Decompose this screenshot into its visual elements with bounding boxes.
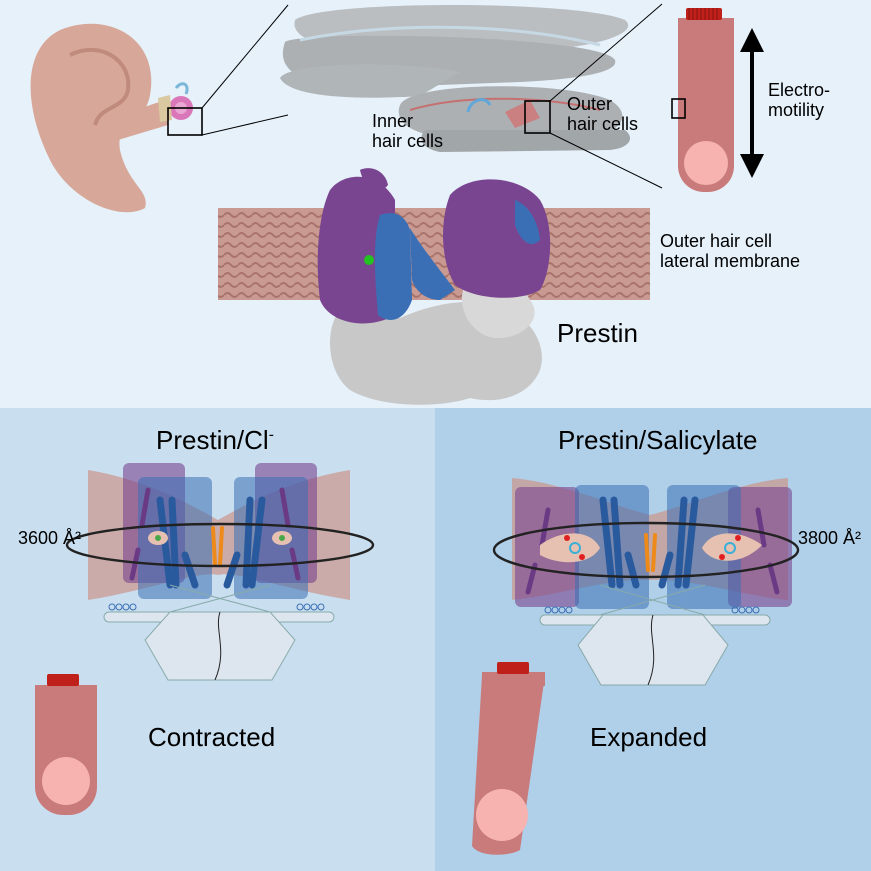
contracted-hair-cell-illustration xyxy=(35,674,97,815)
right-area-label: 3800 Å² xyxy=(798,528,862,548)
outer-hair-cells-label: Outer hair cells xyxy=(567,94,639,135)
left-panel-title: Prestin/Cl- xyxy=(156,425,274,455)
right-panel-title: Prestin/Salicylate xyxy=(558,425,758,455)
membrane-label: Outer hair cell lateral membrane xyxy=(660,231,801,272)
right-prestin-schematic xyxy=(492,478,800,686)
left-prestin-schematic xyxy=(65,463,375,681)
zoom-line xyxy=(201,114,289,136)
contracted-label: Contracted xyxy=(148,722,276,752)
ear-zoom-box xyxy=(167,107,203,136)
zoom-line xyxy=(549,132,663,189)
outer-hair-cell-illustration xyxy=(678,8,734,192)
inner-hair-cells-label: Inner hair cells xyxy=(372,111,444,152)
expanded-hair-cell-illustration xyxy=(472,662,545,855)
cochlea-zoom-box xyxy=(524,100,551,134)
zoom-line xyxy=(201,4,289,109)
left-area-label: 3600 Å² xyxy=(18,528,82,548)
prestin-label: Prestin xyxy=(557,318,638,348)
ear-illustration xyxy=(30,23,168,213)
zoom-line xyxy=(549,3,663,102)
prestin-structure-illustration xyxy=(317,168,551,405)
hair-cell-zoom-box xyxy=(671,98,686,119)
expanded-label: Expanded xyxy=(590,722,708,752)
electromotility-arrow-icon xyxy=(740,28,764,178)
electromotility-label: Electro- motility xyxy=(768,80,831,121)
